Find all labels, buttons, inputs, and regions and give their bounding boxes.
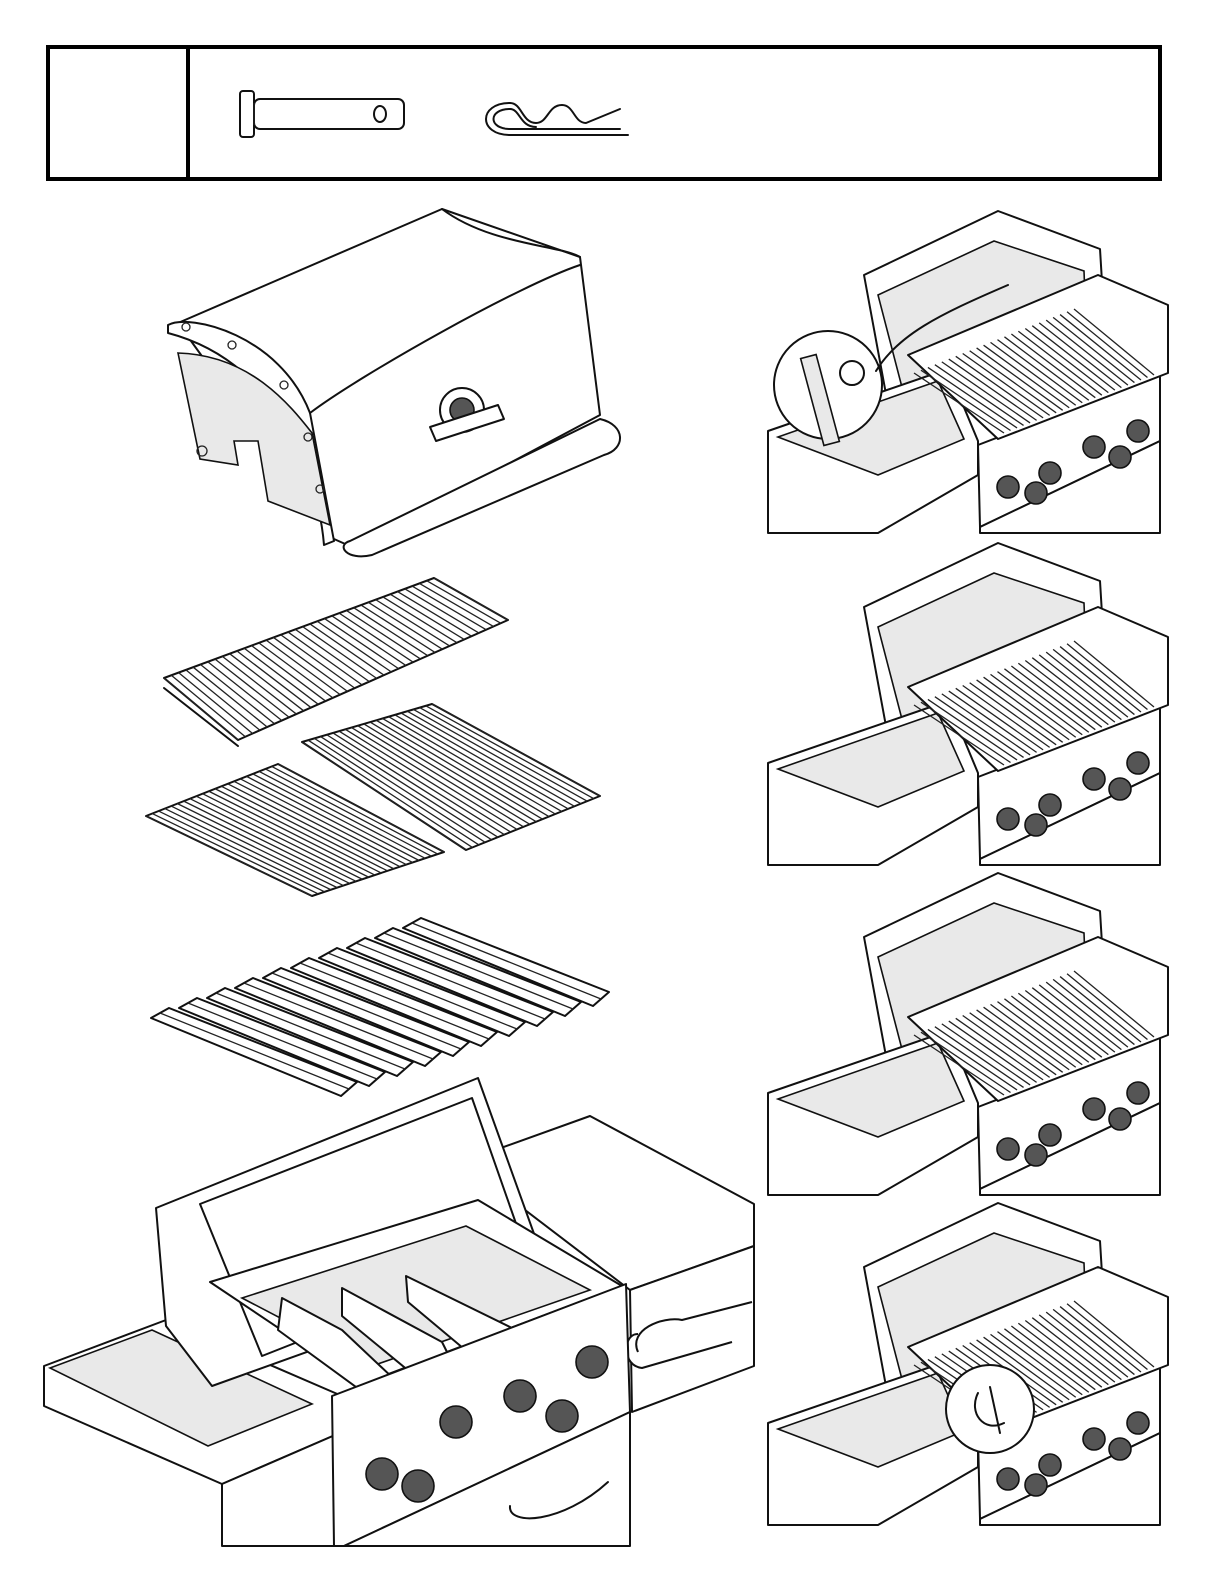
hardware-box-divider <box>186 49 190 177</box>
step-view-burners <box>768 1197 1168 1525</box>
ignitor-detail-icon <box>946 1365 1034 1453</box>
step-view-flavor-bars <box>768 867 1168 1195</box>
flavorizer-bar-icon <box>145 900 595 1100</box>
cooking-grid-icon <box>140 700 610 900</box>
step-number-cell <box>50 49 186 177</box>
clevis-pin-icon <box>236 89 416 145</box>
hardware-box <box>46 45 1162 181</box>
grill-base-icon <box>42 1076 754 1546</box>
hair-pin-clip-icon <box>470 89 640 145</box>
step-view-warming-rack <box>768 205 1168 533</box>
step-view-cooking-grids <box>768 537 1168 865</box>
lid-icon <box>160 205 630 560</box>
